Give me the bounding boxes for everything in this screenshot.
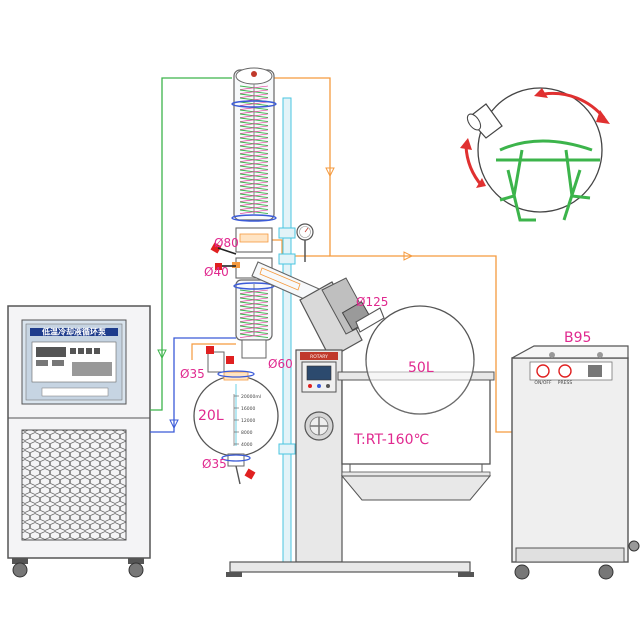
condenser-coil-upper bbox=[239, 85, 269, 215]
coil-segment bbox=[239, 181, 269, 186]
receiving-flask-20l bbox=[193, 339, 279, 485]
coil-segment bbox=[239, 157, 269, 162]
coil-segment bbox=[239, 153, 269, 158]
chiller-unit: 低温冷却液循环泵 bbox=[7, 305, 151, 578]
coil-segment bbox=[239, 93, 269, 98]
support-rod bbox=[282, 97, 292, 565]
coil-segment bbox=[239, 321, 269, 326]
pump-button-press: PRESS bbox=[558, 380, 573, 386]
coil-segment bbox=[239, 305, 269, 310]
coil-segment bbox=[239, 89, 269, 94]
speed-knob bbox=[304, 411, 334, 441]
flask-volume-50l: 50L bbox=[408, 360, 434, 376]
base-stand bbox=[226, 561, 474, 577]
coil-segment bbox=[239, 325, 269, 330]
coil-segment bbox=[239, 205, 269, 210]
chiller-wheels bbox=[12, 558, 144, 578]
coil-segment bbox=[239, 329, 269, 334]
diameter-label-40: Ø40 bbox=[204, 265, 229, 279]
coil-segment bbox=[239, 193, 269, 198]
coil-segment bbox=[239, 173, 269, 178]
temperature-range-label: T:RT-160℃ bbox=[353, 432, 429, 448]
coil-segment bbox=[239, 197, 269, 202]
coil-segment bbox=[239, 125, 269, 130]
graduation-scale: 20000ml 16000 12000 8000 4000 bbox=[233, 394, 261, 448]
diameter-label-60: Ø60 bbox=[268, 357, 293, 371]
scale-mark: 16000 bbox=[241, 406, 255, 412]
evaporating-flask-50l bbox=[355, 305, 475, 415]
scale-mark: 4000 bbox=[241, 442, 253, 448]
coil-segment bbox=[239, 85, 269, 90]
diameter-label-125: Ø125 bbox=[356, 295, 388, 309]
vacuum-gauge bbox=[296, 223, 314, 262]
diameter-label-80: Ø80 bbox=[214, 236, 239, 250]
display-screen bbox=[306, 365, 332, 381]
coil-segment bbox=[239, 313, 269, 318]
middle-connector bbox=[232, 227, 273, 279]
flask-stand-green bbox=[496, 139, 600, 222]
rotation-inset bbox=[466, 87, 603, 222]
inlet-valve-handles bbox=[210, 242, 237, 270]
control-panel bbox=[301, 361, 337, 393]
pump-model-label: B95 bbox=[564, 330, 591, 346]
chiller-panel-title: 低温冷却液循环泵 bbox=[41, 327, 106, 337]
coil-segment bbox=[239, 145, 269, 150]
vacuum-pump: ON/OFF PRESS bbox=[511, 345, 629, 563]
coil-segment bbox=[239, 129, 269, 134]
coil-segment bbox=[239, 301, 269, 306]
svg-text:ROTARY: ROTARY bbox=[310, 354, 328, 360]
condenser-coil-lower bbox=[239, 289, 269, 339]
scale-mark: 20000ml bbox=[241, 394, 261, 400]
chiller-vent-grille bbox=[21, 429, 127, 541]
coil-segment bbox=[239, 161, 269, 166]
pump-button-onoff: ON/OFF bbox=[534, 380, 552, 386]
coil-segment bbox=[239, 333, 269, 338]
coil-segment bbox=[239, 297, 269, 302]
coil-segment bbox=[239, 165, 269, 170]
scale-mark: 8000 bbox=[241, 430, 253, 436]
coil-segment bbox=[239, 101, 269, 106]
coil-segment bbox=[239, 189, 269, 194]
coolant-supply-line bbox=[150, 77, 232, 411]
diameter-label-35-bottom: Ø35 bbox=[202, 457, 227, 471]
coil-segment bbox=[239, 109, 269, 114]
coil-segment bbox=[239, 121, 269, 126]
pump-wheels bbox=[514, 540, 640, 580]
coolant-return-line bbox=[150, 337, 236, 433]
coil-segment bbox=[239, 149, 269, 154]
coil-segment bbox=[239, 309, 269, 314]
diameter-label-35-top: Ø35 bbox=[180, 367, 205, 381]
coil-segment bbox=[239, 201, 269, 206]
coil-segment bbox=[239, 113, 269, 118]
coil-segment bbox=[239, 177, 269, 182]
rotary-head bbox=[299, 277, 373, 359]
coil-segment bbox=[239, 289, 269, 294]
coil-segment bbox=[239, 137, 269, 142]
coil-segment bbox=[239, 169, 269, 174]
coil-segment bbox=[239, 133, 269, 138]
coil-segment bbox=[239, 185, 269, 190]
coil-segment bbox=[239, 117, 269, 122]
coil-segment bbox=[239, 209, 269, 214]
coil-segment bbox=[239, 317, 269, 322]
rotation-arrows bbox=[460, 88, 610, 188]
flask-volume-20l: 20L bbox=[198, 408, 224, 424]
coil-segment bbox=[239, 141, 269, 146]
scale-mark: 12000 bbox=[241, 418, 255, 424]
coil-segment bbox=[239, 293, 269, 298]
